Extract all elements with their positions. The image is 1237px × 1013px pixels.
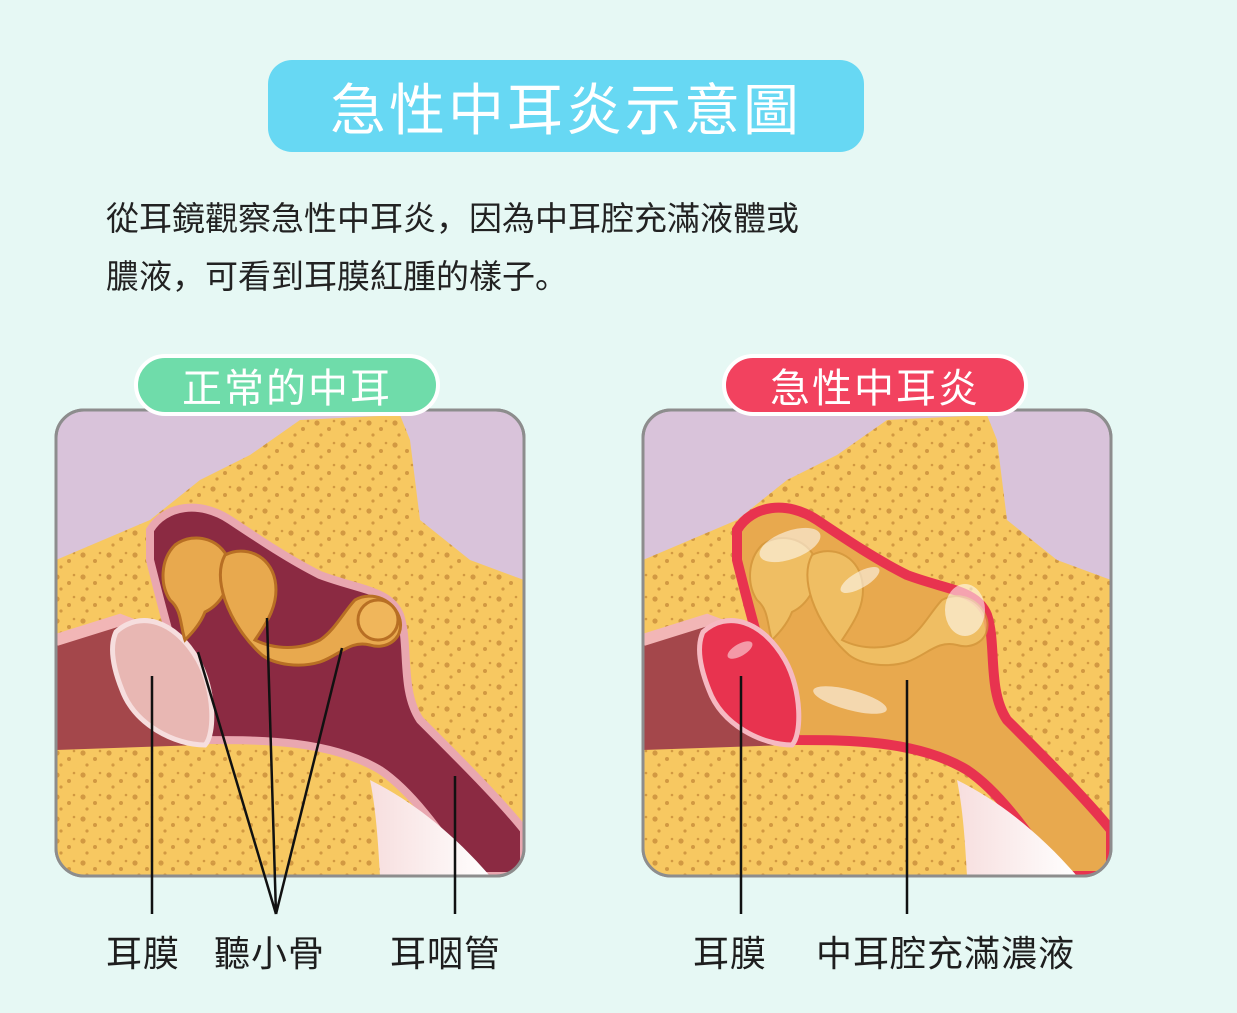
caption-eardrum-normal: 耳膜 bbox=[106, 934, 181, 975]
aom-ear-label: 急性中耳炎 bbox=[722, 354, 1028, 416]
eardrum-inflamed bbox=[697, 618, 802, 748]
fluid-highlights bbox=[759, 527, 985, 714]
soft-tissue bbox=[957, 780, 1077, 876]
caption-eardrum-aom: 耳膜 bbox=[693, 934, 768, 975]
caption-pus-filled-cavity: 中耳腔充滿濃液 bbox=[816, 934, 1076, 975]
caption-ossicles: 聽小骨 bbox=[214, 934, 326, 975]
aom-leader-lines bbox=[739, 676, 909, 914]
description: 從耳鏡觀察急性中耳炎，因為中耳腔充滿液體或 膿液，可看到耳膜紅腫的樣子。 bbox=[106, 190, 1146, 306]
description-line-2: 膿液，可看到耳膜紅腫的樣子。 bbox=[106, 257, 568, 296]
eardrum-normal bbox=[110, 618, 215, 748]
aom-ear-illustration bbox=[641, 408, 1113, 878]
normal-leader-lines bbox=[150, 617, 457, 915]
page-title: 急性中耳炎示意圖 bbox=[268, 60, 864, 152]
soft-tissue bbox=[370, 780, 490, 876]
normal-ear-label: 正常的中耳 bbox=[134, 354, 440, 416]
caption-eustachian-tube: 耳咽管 bbox=[390, 934, 502, 975]
description-line-1: 從耳鏡觀察急性中耳炎，因為中耳腔充滿液體或 bbox=[106, 199, 799, 238]
